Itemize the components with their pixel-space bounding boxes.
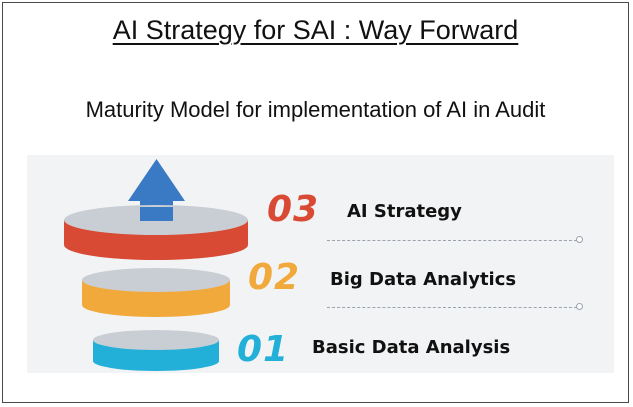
level-02-label: Big Data Analytics [330,269,517,290]
disc-level-01 [93,330,219,371]
slide-title: AI Strategy for SAI : Way Forward [112,15,519,45]
stack-graphic [64,159,248,371]
level-03-divider [327,240,577,241]
level-02-divider-dot [576,303,583,310]
level-03-number: 03 [267,189,320,230]
slide: AI Strategy for SAI : Way Forward Maturi… [2,2,629,403]
disc-level-02 [82,268,230,317]
level-03-divider-dot [576,236,583,243]
level-02-number: 02 [248,257,301,298]
maturity-model-diagram: 03 AI Strategy 02 Big Data Analytics 01 … [27,155,614,373]
slide-subtitle: Maturity Model for implementation of AI … [85,97,546,122]
disc-level-03 [64,205,248,260]
level-03-label: AI Strategy [347,201,462,222]
level-02-divider [327,307,577,308]
level-01-number: 01 [237,329,290,370]
level-01-label: Basic Data Analysis [312,337,511,358]
